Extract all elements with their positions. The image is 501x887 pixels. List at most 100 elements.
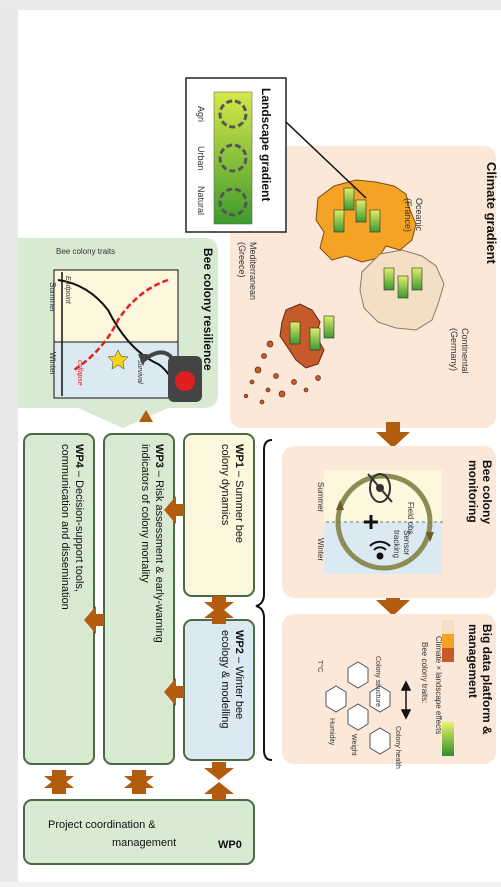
svg-text:Mediterranean: Mediterranean [248,242,258,300]
collapse-label: collapse [76,360,83,386]
svg-text:Bee colony traits: Bee colony traits [56,247,115,256]
resilience-pointer [78,408,168,428]
figure-canvas: Climate gradient Oceanic (France) Contin… [18,10,501,882]
effects-rust-swatch [442,648,454,662]
monitoring-winter-label: Winter [316,538,325,561]
greece-map [279,303,325,369]
arrow-monitoring-to-bigdata [376,590,410,616]
survival-curve [57,279,179,391]
svg-text:Urban: Urban [196,146,206,171]
svg-text:WP0: WP0 [218,839,242,851]
wp4-text: WP4 – Decision-support tools, communicat… [59,444,85,610]
svg-text:WP4 – Decision-support tools,: WP4 – Decision-support tools, [73,444,85,592]
wp0-text: WP0 Project coordination & management [48,819,242,851]
resilience-title: Bee colony resilience [201,248,215,371]
wp3-text: WP3 – Risk assessment & early-warning in… [139,444,165,643]
wp4-box [23,433,95,765]
wp0-box [23,799,255,865]
svg-text:monitoring: monitoring [466,460,480,523]
effects-green-bar [442,722,454,756]
oceanic-label: Oceanic (France) [403,198,424,232]
bigdata-traits-label: Bee colony traits: [420,642,429,703]
wp2-text: WP2 – Winter bee ecology & modelling [219,630,245,728]
svg-text:Sensor: Sensor [402,530,411,556]
svg-text:Colony health: Colony health [394,726,401,769]
svg-text:communication and disseminatio: communication and dissemination [59,444,71,610]
left-strip [0,10,18,882]
svg-text:ecology & modelling: ecology & modelling [219,630,231,728]
svg-text:Continental: Continental [460,328,470,374]
monitoring-summer-label: Summer [316,482,325,513]
wp3-box [103,433,175,765]
svg-text:Landscape gradient: Landscape gradient [259,88,273,201]
survival-label: survival [136,360,143,384]
svg-text:Colony structure: Colony structure [374,656,381,707]
svg-text:WP3 – Risk assessment & early-: WP3 – Risk assessment & early-warning [153,444,165,643]
bigdata-title: Big data platform & management [466,624,494,735]
svg-text:Bee colony: Bee colony [480,460,494,524]
effects-orange-swatch [442,634,454,648]
trait-hexagons [325,661,391,755]
svg-text:Humidity: Humidity [328,718,335,746]
svg-text:Natural: Natural [196,186,206,215]
cycle-arrow-1 [336,500,344,510]
star-icon [107,349,129,370]
resilience-chart-summer [53,269,179,343]
summer-label: Summer [48,282,57,313]
continental-label: Continental (Germany) [449,328,470,374]
resilience-chart-winter [53,341,179,399]
svg-text:colony dynamics: colony dynamics [219,444,231,526]
sensor-label: Sensor tracking [392,530,411,558]
svg-text:Project coordination &: Project coordination & [48,819,156,831]
landscape-pointer [285,121,367,199]
cycle-arrow-2 [426,532,434,542]
svg-text:Summer: Summer [316,482,325,513]
svg-text:(Greece): (Greece) [237,242,247,278]
wp1-text: WP1 – Summer bee colony dynamics [219,444,245,543]
svg-text:tracking: tracking [392,530,401,558]
svg-text:collapse: collapse [76,360,83,386]
svg-text:Winter: Winter [48,352,57,375]
svg-text:Oceanic: Oceanic [414,198,424,232]
svg-text:Weight: Weight [350,734,357,756]
arrow-climate-to-monitoring [376,422,410,448]
winter-label: Winter [48,352,57,375]
effects-peach-swatch [442,620,454,634]
field-obs-label: Field obs. [406,502,415,537]
plus-icon [364,515,378,529]
phone-icon [138,350,202,402]
svg-text:(France): (France) [403,198,413,232]
svg-text:Climate × landscape effects: Climate × landscape effects [434,636,443,734]
landscape-labels: Agri Urban Natural [196,106,206,215]
svg-text:(Germany): (Germany) [449,328,459,371]
svg-text:Bee colony resilience: Bee colony resilience [201,248,215,371]
top-strip [0,0,501,10]
svg-text:Summer: Summer [48,282,57,313]
svg-text:T°C: T°C [316,660,324,672]
climate-title: Climate gradient [484,162,499,265]
svg-text:WP2 – Winter bee: WP2 – Winter bee [233,630,245,719]
figure-svg: Climate gradient Oceanic (France) Contin… [18,77,499,865]
eye-icon [367,473,393,503]
site-markers [289,187,423,351]
svg-text:WP1 – Summer bee: WP1 – Summer bee [233,444,245,543]
wp-brace [255,439,273,761]
endpoint-label: Endpoint [64,276,71,305]
wifi-icon [369,540,391,560]
svg-text:management: management [112,837,176,849]
hexagon-labels: Colony structure Colony health T°C Humid… [316,656,401,769]
svg-text:management: management [466,624,480,698]
double-arrow-icon [400,680,412,720]
resilience-traits-label: Bee colony traits [56,247,115,256]
svg-text:Big data platform &: Big data platform & [480,624,494,735]
svg-text:indicators of colony mortality: indicators of colony mortality [139,444,151,583]
landscape-circles [218,99,248,217]
greek-islands [243,340,321,405]
svg-text:Climate gradient: Climate gradient [484,162,499,265]
landscape-title: Landscape gradient [259,88,273,201]
svg-text:Winter: Winter [316,538,325,561]
wp-arrows [44,410,234,800]
svg-text:Agri: Agri [196,106,206,122]
svg-text:Bee colony traits:: Bee colony traits: [420,642,429,703]
monitoring-title: Bee colony monitoring [466,460,494,524]
